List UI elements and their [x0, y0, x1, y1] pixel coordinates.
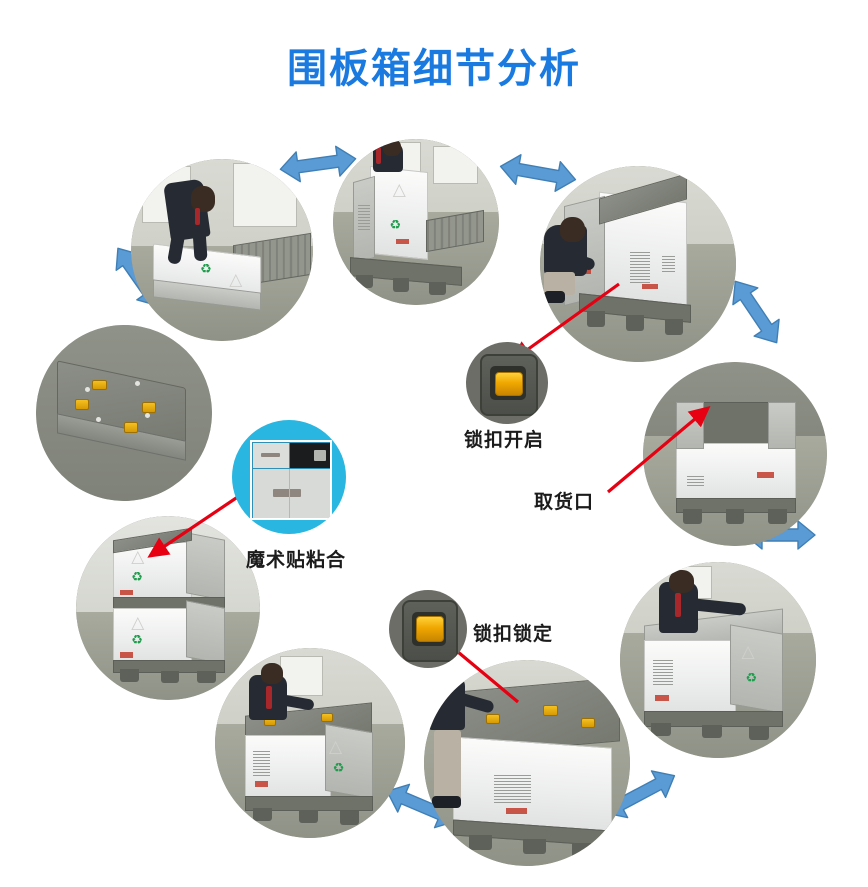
step-photo-folded-box: [36, 325, 212, 501]
pickup-opening-notch: [701, 402, 771, 449]
scene: ♻ △: [131, 159, 313, 341]
latch-tab-open: [495, 372, 523, 396]
step-photo-opening-latch: △ ♻: [540, 166, 736, 362]
velcro-cell-top-right: [289, 442, 330, 470]
velcro-label: 魔术贴粘合: [246, 549, 347, 571]
lock-locked-callout: [389, 590, 467, 668]
latch-plate: [480, 354, 538, 416]
velcro-inset-photo: [250, 440, 332, 520]
step-photo-locking-latch: [424, 660, 630, 866]
step-photo-lid-on-pallet: ♻ △: [131, 159, 313, 341]
lock-open-label: 锁扣开启: [464, 429, 545, 451]
scene: [424, 660, 630, 866]
step-photo-assembling-box: △ ♻: [620, 562, 816, 758]
velcro-patch: [273, 488, 302, 497]
scene: [643, 362, 827, 546]
latch-tab-locked: [416, 616, 444, 642]
lock-locked-label: 锁扣锁定: [473, 623, 554, 645]
scene: △ ♻: [540, 166, 736, 362]
step-photo-pickup-opening: [643, 362, 827, 546]
latch-plate: [402, 600, 458, 662]
scene: △ ♻: [333, 139, 499, 305]
velcro-cell-bottom: [252, 467, 330, 518]
step-photo-raising-panel: △ ♻: [333, 139, 499, 305]
lock-open-callout: [466, 342, 548, 424]
pickup-opening-label: 取货口: [534, 491, 595, 513]
step-photo-stacked-boxes: △ ♻ △ ♻: [76, 516, 260, 700]
scene: △ ♻ △ ♻: [76, 516, 260, 700]
velcro-cell-top-left: [252, 442, 292, 470]
connector-topright-to-right: [711, 262, 800, 362]
velcro-callout: [232, 420, 346, 534]
scene: △ ♻: [620, 562, 816, 758]
page-title: 围板箱细节分析: [287, 46, 581, 92]
scene: [36, 325, 212, 501]
